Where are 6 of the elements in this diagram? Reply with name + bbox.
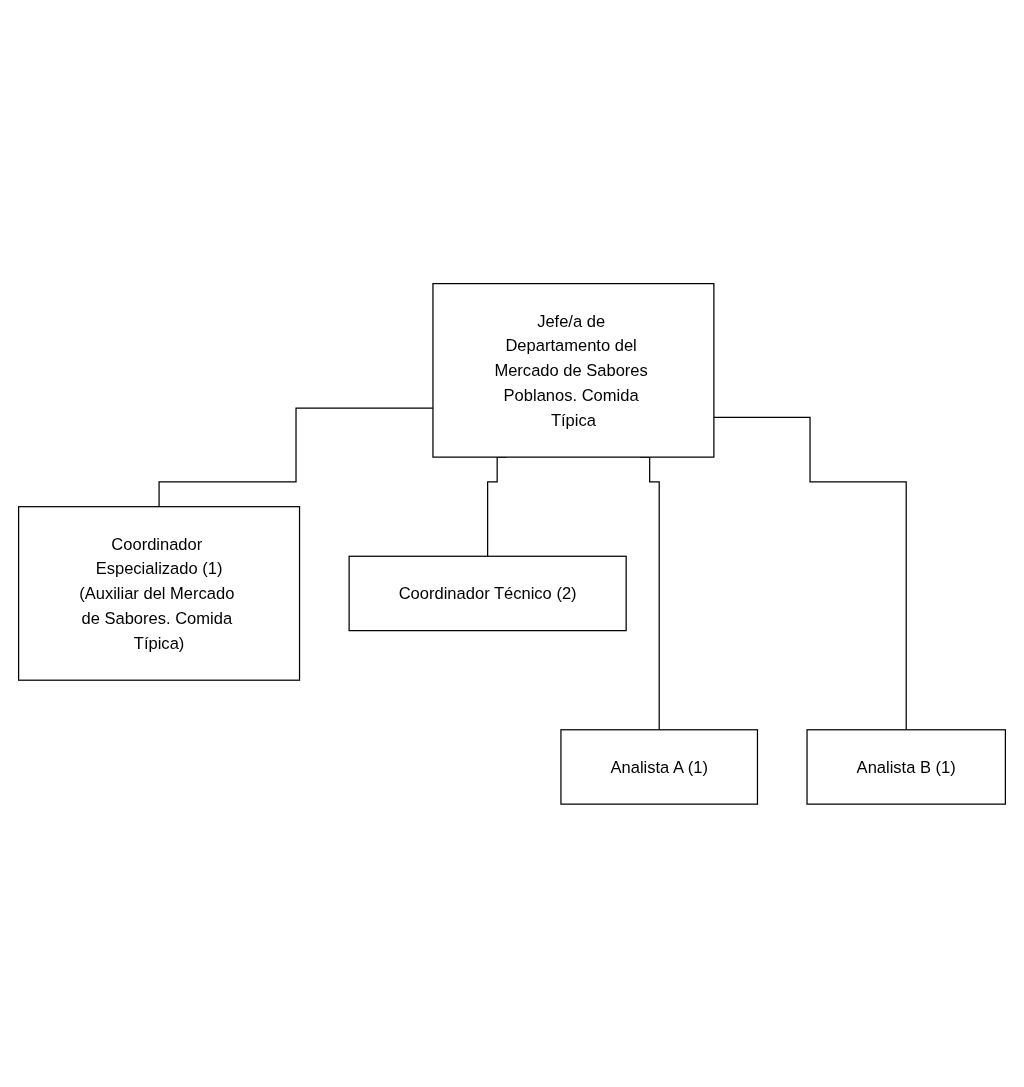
node-box: Jefe/a de Departamento del Mercado de Sabores Poblanos. Comida Típica [432,282,715,458]
node-box: Analista B (1) [806,728,1006,805]
connector [713,416,907,730]
node-box: Coordinador Técnico (2) [348,555,627,631]
node-box: Analista A (1) [560,728,759,805]
node-box: Coordinador Especializado (1) (Auxiliar del Mercado de Sabores. Comida Típica) [18,505,301,681]
